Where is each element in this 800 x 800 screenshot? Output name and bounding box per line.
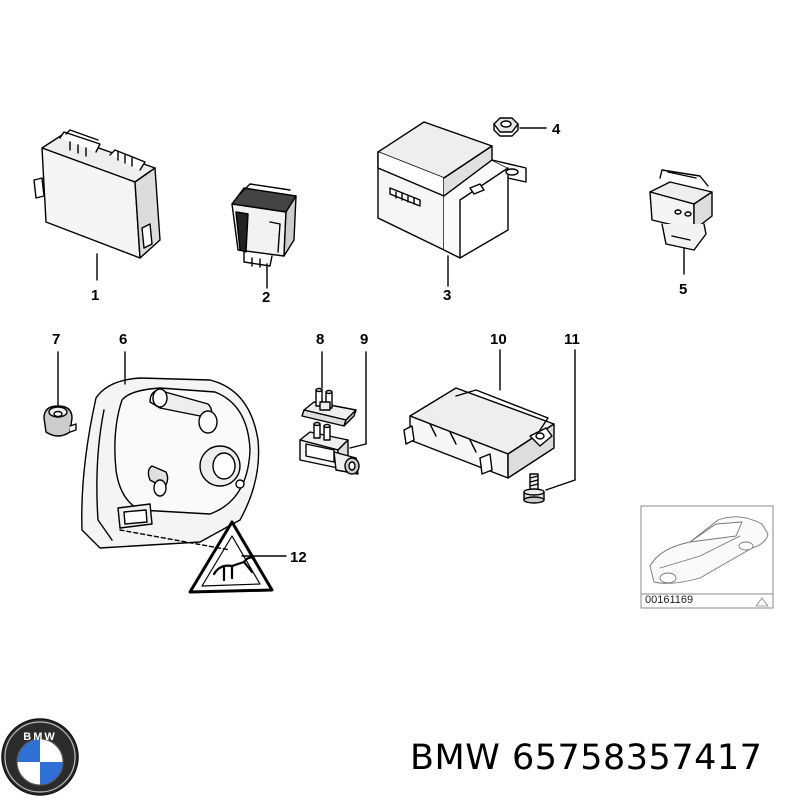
callout-2: 2: [262, 289, 270, 306]
part-1-control-module: [33, 129, 161, 259]
part-8-valve-switch: [301, 387, 357, 427]
part-4-nut: [493, 117, 519, 137]
callout-10: 10: [490, 331, 507, 348]
callout-4: 4: [552, 121, 561, 138]
part-2-switch: [231, 183, 297, 268]
bmw-logo: BMW: [1, 718, 79, 796]
callout-12: 12: [290, 549, 307, 566]
part-9-valve-connector: [299, 421, 360, 475]
part-11-bolt: [523, 473, 545, 504]
callout-7: 7: [52, 331, 60, 348]
car-thumbnail: [640, 505, 774, 609]
diagram-reference-code: 00161169: [645, 594, 694, 606]
callout-5: 5: [679, 281, 687, 298]
logo-text: BMW: [23, 731, 57, 743]
callout-3: 3: [443, 287, 451, 304]
part-6-actuator: [81, 377, 260, 549]
callout-1: 1: [91, 287, 99, 304]
brand-part-number: BMW 65758357417: [410, 738, 763, 778]
leader-line-11b: [545, 479, 576, 491]
part-5-sensor: [649, 169, 713, 251]
part-10-control-unit: [403, 387, 555, 479]
callout-11: 11: [564, 331, 580, 348]
callout-6: 6: [119, 331, 127, 348]
leader-line-9b: [349, 443, 367, 449]
callout-8: 8: [316, 331, 324, 348]
part-7-grommet: [43, 405, 77, 437]
leader-line-12b: [119, 529, 231, 551]
part-3-bracket-unit: [377, 121, 527, 259]
callout-9: 9: [360, 331, 368, 348]
